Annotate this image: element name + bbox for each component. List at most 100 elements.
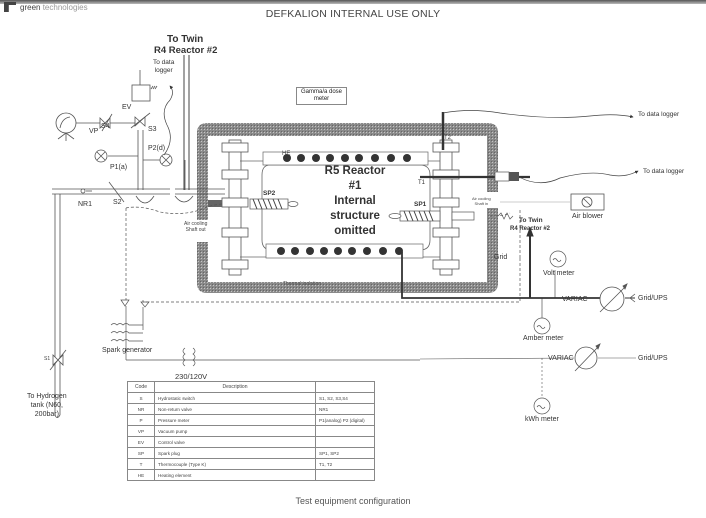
t2-wire (442, 110, 634, 119)
heating-element-top (262, 151, 429, 166)
gamma-dose-meter-label: Gamma/a dose meter (296, 87, 348, 105)
legend-cell-code: HE (127, 469, 155, 481)
legend-cell-code: P (127, 414, 155, 426)
reactor-title: R5 Reactor #1 Internal structure omitted (300, 164, 410, 239)
spark-plug-sp2 (208, 198, 299, 210)
p1-label: P1(a) (110, 164, 128, 171)
legend-cell-ref (315, 469, 375, 481)
r4-reactor-right-label: R4 Reactor #2 (510, 226, 551, 232)
left-flange (221, 139, 249, 276)
variac-1-label: VARIAC (562, 296, 588, 303)
air-cooling-out-line1: Air cooling (184, 221, 208, 227)
amber-meter-label: Amber meter (523, 335, 564, 342)
t1-label: T1 (418, 180, 426, 186)
air-blower-icon (570, 193, 605, 211)
legend-cell-description: Vacuum pump (154, 425, 316, 437)
grid-ups-1-label: Grid/UPS (638, 295, 668, 302)
legend-cell-code: NR (127, 403, 155, 415)
ev-label: EV (122, 104, 132, 111)
legend-cell-description: Non-return valve (154, 403, 316, 415)
p2-label: P2(d) (148, 145, 166, 152)
hydrogen-line1: To Hydrogen (27, 393, 67, 400)
air-cooling-in-line1: Air cooling (472, 196, 491, 201)
hydrogen-line2: tank (N60, (30, 402, 63, 409)
legend-cell-code: SP (127, 447, 155, 459)
grid-label: Grid (494, 254, 508, 261)
legend-header-description: Description (154, 381, 316, 393)
twin-reactor-pipe (183, 55, 190, 190)
vp-label: VP (89, 128, 99, 135)
legend-cell-description: Hydrostatic switch (154, 392, 316, 404)
gamma-line2: meter (313, 96, 330, 102)
legend-cell-code: T (127, 458, 155, 470)
logo-text-secondary: technologies (42, 2, 88, 12)
legend-cell-code: VP (127, 425, 155, 437)
reactor-line1: R5 Reactor (324, 165, 386, 177)
he-label: HE (282, 151, 291, 157)
spark-generator-label: Spark generator (102, 347, 153, 354)
amber-meter-icon (533, 317, 551, 335)
variac-1-icon (599, 283, 636, 313)
spark-generator-icon (110, 299, 420, 361)
air-blower-label: Air blower (572, 213, 604, 220)
valve-s2 (80, 181, 125, 203)
legend-cell-ref (315, 425, 375, 437)
reactor-line3: Internal (334, 195, 376, 207)
top-border (0, 0, 706, 4)
legend-cell-ref: S1, S2, S3,S4 (315, 392, 375, 404)
s4-label: S4 (101, 123, 110, 130)
gas-line (52, 130, 225, 418)
to-data-logger-left-line1: To data (153, 59, 175, 66)
air-cooling-in-line2: Shaft in (474, 201, 489, 206)
logo-text: green technologies (20, 3, 88, 12)
legend-cell-description: Thermocouple (Type K) (154, 458, 316, 470)
volt-meter-icon (549, 250, 567, 268)
legend-cell-code: S (127, 392, 155, 404)
kwh-meter-icon (533, 397, 551, 415)
volt-meter-label: Volt meter (543, 270, 575, 277)
s1-label: S1 (44, 356, 51, 362)
logo-text-primary: green (20, 2, 41, 12)
transformer-label: 230/120V (175, 372, 208, 381)
legend-cell-description: Spark plug (154, 447, 316, 459)
power-line-2 (419, 357, 636, 398)
heating-element-bottom (265, 243, 424, 259)
valve-s1 (49, 349, 67, 371)
kwh-meter-label: kWh meter (525, 416, 559, 423)
right-flange (432, 139, 460, 276)
legend-cell-description: Pressure meter (154, 414, 316, 426)
to-twin-top-label: To Twin (167, 34, 204, 45)
figure-caption: Test equipment configuration (295, 496, 411, 506)
to-data-logger-left-label: To data logger (153, 59, 174, 75)
legend-cell-ref: T1, T2 (315, 458, 375, 470)
pressure-meter-p2 (143, 153, 173, 167)
legend-header-row: Code Description (127, 381, 375, 393)
sp2-label: SP2 (263, 190, 276, 197)
hydrogen-tank-label: To Hydrogen tank (N60, 200bar) (27, 392, 67, 419)
gamma-line1: Gamma/a dose (301, 89, 343, 95)
reactor-line4: structure (330, 210, 380, 222)
thermal-isolation-enclosure (196, 123, 499, 293)
p2-data-wire (163, 85, 174, 156)
air-cooling-in-label: Air cooling Shaft in (472, 196, 491, 206)
spark-resistor (497, 212, 514, 220)
reactor-line2: #1 (348, 180, 362, 192)
legend-cell-ref: SP1, SP2 (315, 447, 375, 459)
grid-ups-2-label: Grid/UPS (638, 355, 668, 362)
legend-cell-ref: NR1 (315, 403, 375, 415)
r4-reactor-top-label: R4 Reactor #2 (154, 45, 218, 56)
document-header: DEFKALION INTERNAL USE ONLY (265, 8, 441, 20)
legend-header-code: Code (127, 381, 155, 393)
power-line-1 (401, 226, 635, 318)
air-cooling-out-label: Air cooling Shaft out (184, 221, 207, 233)
thermal-isolation-label: Thermal isolation (283, 281, 322, 287)
reactor-line5: omitted (334, 225, 376, 237)
